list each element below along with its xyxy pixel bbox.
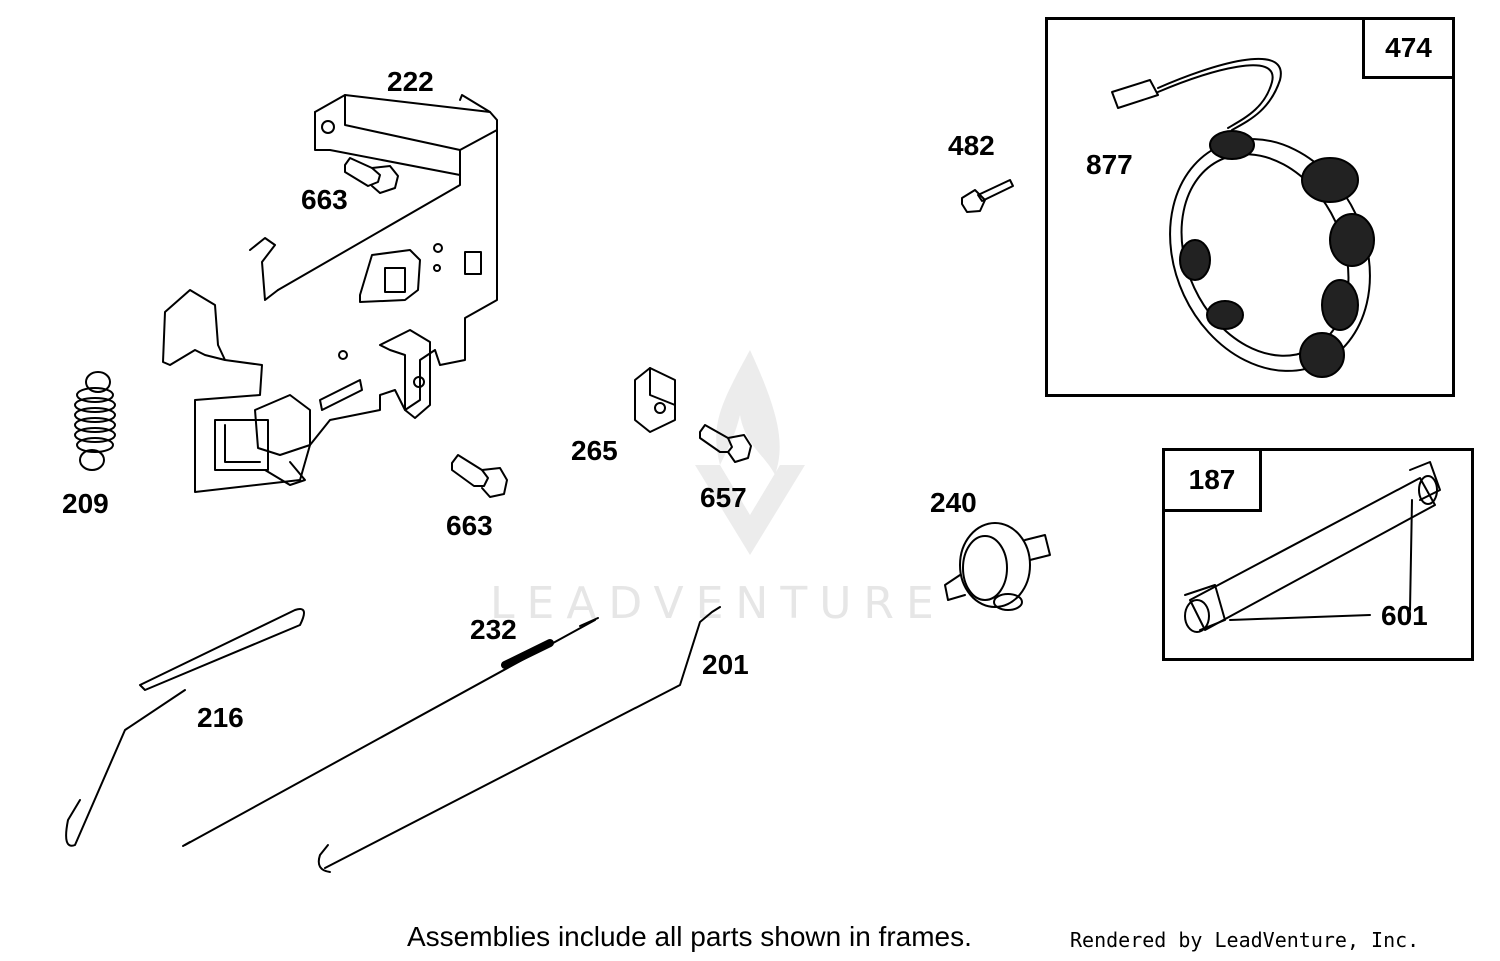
link-201-drawing [317,606,721,873]
screw-657-drawing [699,424,752,463]
frame-187-tag: 187 [1162,448,1262,512]
footer-render-credit: Rendered by LeadVenture, Inc. [1070,928,1420,952]
watermark-flame-logo [695,350,805,555]
screw-663-upper-drawing [344,157,399,194]
part-label-265: 265 [571,435,618,466]
part-label-877: 877 [1086,149,1133,180]
part-label-222: 222 [387,66,434,97]
link-216-drawing [65,608,305,847]
part-label-663-upper: 663 [301,184,348,215]
spring-209-drawing [74,371,116,471]
frame-187 [1162,448,1474,661]
part-label-601: 601 [1381,600,1428,631]
clip-265-drawing [634,367,676,433]
part-label-482: 482 [948,130,995,161]
part-label-232: 232 [470,614,517,645]
part-label-201: 201 [702,649,749,680]
part-label-657: 657 [700,482,747,513]
fuel-line-187-drawing [1184,461,1441,633]
frame-474 [1045,17,1455,397]
screw-663-lower-drawing [451,454,508,498]
fuel-pump-240-drawing [944,522,1051,611]
control-bracket-drawing [162,94,498,493]
frame-474-tag: 474 [1362,17,1455,79]
footer-assemblies-note: Assemblies include all parts shown in fr… [407,921,972,952]
screw-482-drawing [961,179,1014,213]
part-label-240: 240 [930,487,977,518]
stator-474-drawing [1111,57,1375,378]
part-label-216: 216 [197,702,244,733]
part-label-209: 209 [62,488,109,519]
watermark-text: LEADVENTURE [490,578,946,629]
spring-232-coil-drawing [501,639,554,669]
part-label-663-lower: 663 [446,510,493,541]
